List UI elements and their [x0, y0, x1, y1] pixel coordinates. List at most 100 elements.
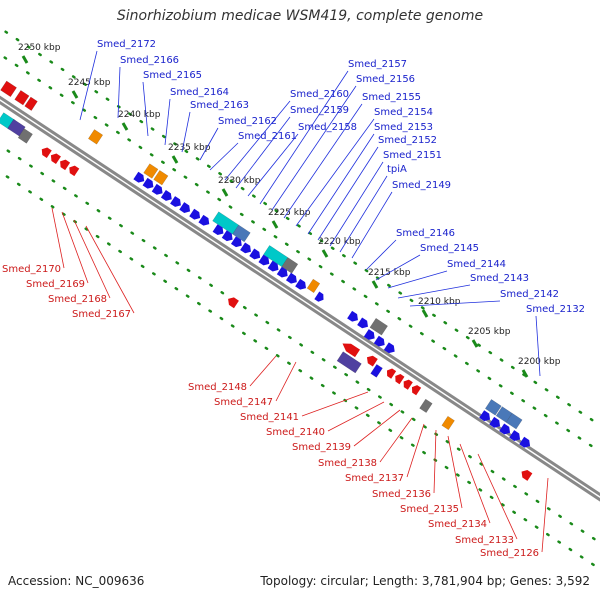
reverse-leader-line — [85, 225, 135, 314]
feature-box-r16 — [419, 398, 433, 414]
forward-gene-11 — [179, 202, 191, 213]
genome-axis-0 — [0, 95, 600, 497]
kbp-tick — [221, 188, 229, 197]
reverse-leader-line — [353, 409, 401, 447]
forward-gene-8 — [151, 183, 163, 195]
forward-gene-label: Smed_2142 — [500, 289, 559, 300]
forward-gene-23 — [258, 254, 270, 266]
kbp-label: 2240 kbp — [118, 110, 161, 120]
forward-leader-line — [375, 254, 421, 281]
feature-box-1 — [14, 90, 30, 106]
forward-gene-label: Smed_2165 — [143, 70, 202, 81]
forward-gene-label: Smed_2159 — [290, 105, 349, 116]
kbp-tick — [371, 280, 379, 289]
reverse-gene-18 — [521, 470, 533, 481]
forward-gene-label: Smed_2155 — [362, 92, 421, 103]
reverse-gene-4 — [50, 153, 61, 165]
reverse-gene-label: Smed_2139 — [292, 442, 351, 453]
forward-gene-label: Smed_2163 — [190, 100, 249, 111]
genome-axis-1 — [0, 100, 600, 502]
forward-gene-42 — [509, 430, 521, 441]
forward-gene-label: Smed_2154 — [374, 107, 433, 118]
forward-gene-20 — [249, 248, 261, 260]
reverse-gene-label: Smed_2137 — [345, 473, 404, 484]
forward-gene-label: Smed_2146 — [396, 228, 455, 239]
forward-leader-line — [317, 146, 379, 241]
reverse-gene-10 — [366, 355, 378, 367]
forward-leader-line — [339, 175, 388, 253]
feature-box-38 — [505, 412, 523, 430]
forward-leader-line — [409, 300, 501, 307]
forward-gene-label: Smed_2153 — [374, 122, 433, 133]
reverse-gene-label: Smed_2136 — [372, 489, 431, 500]
reverse-gene-label: Smed_2167 — [72, 309, 131, 320]
reverse-leader-line — [51, 207, 65, 269]
forward-gene-6 — [133, 171, 145, 183]
feature-box-36 — [484, 399, 502, 416]
forward-leader-line — [259, 70, 349, 205]
kbp-tick — [521, 369, 529, 378]
reverse-gene-label: Smed_2147 — [214, 397, 273, 408]
forward-gene-34 — [373, 335, 385, 347]
feature-box-3 — [87, 129, 104, 145]
forward-gene-30 — [347, 310, 358, 322]
forward-leader-line — [181, 111, 191, 153]
forward-gene-label: Smed_2164 — [170, 87, 229, 98]
kbp-label: 2250 kbp — [18, 43, 61, 53]
dotted-track-1 — [0, 52, 600, 454]
feature-box-4 — [143, 163, 159, 179]
forward-leader-line — [164, 98, 171, 146]
forward-leader-line — [535, 315, 541, 377]
reverse-leader-line — [459, 443, 491, 524]
reverse-leader-line — [379, 417, 413, 463]
reverse-gene-label: Smed_2140 — [266, 427, 325, 438]
forward-leader-line — [397, 284, 471, 299]
kbp-label: 2205 kbp — [468, 327, 511, 337]
forward-gene-7 — [142, 177, 154, 189]
feature-box-15 — [232, 224, 251, 243]
forward-leader-line — [247, 133, 299, 197]
forward-gene-label: Smed_2143 — [470, 273, 529, 284]
reverse-leader-line — [477, 453, 518, 540]
reverse-gene-label: Smed_2141 — [240, 412, 299, 423]
forward-leader-line — [142, 81, 149, 137]
forward-gene-12 — [189, 208, 201, 220]
reverse-leader-line — [541, 477, 549, 553]
forward-gene-label: Smed_2132 — [526, 304, 585, 315]
reverse-leader-line — [327, 401, 385, 432]
forward-leader-line — [79, 50, 98, 121]
topology-text: Topology: circular; Length: 3,781,904 bp… — [260, 574, 590, 588]
kbp-tick — [121, 122, 129, 131]
reverse-gene-8 — [342, 343, 360, 358]
reverse-gene-7 — [228, 297, 239, 309]
forward-leader-line — [283, 103, 363, 219]
feature-box-28 — [306, 278, 321, 294]
kbp-tick — [271, 220, 279, 229]
dotted-track-3 — [0, 170, 600, 571]
forward-gene-label: Smed_2161 — [238, 131, 297, 142]
forward-leader-line — [199, 127, 219, 161]
kbp-label: 2220 kbp — [318, 237, 361, 247]
feature-box-r9 — [336, 351, 362, 374]
page-title: Sinorhizobium medicae WSM419, complete g… — [116, 8, 484, 24]
forward-gene-43 — [519, 436, 531, 448]
forward-leader-line — [295, 118, 375, 227]
forward-gene-18 — [230, 236, 242, 248]
kbp-label: 2210 kbp — [418, 297, 461, 307]
feature-box-r11 — [370, 363, 383, 378]
forward-gene-label: Smed_2152 — [378, 135, 437, 146]
forward-gene-label: Smed_2166 — [120, 55, 179, 66]
kbp-label: 2215 kbp — [368, 268, 411, 278]
reverse-gene-label: Smed_2170 — [2, 264, 61, 275]
forward-leader-line — [224, 100, 291, 181]
forward-leader-line — [117, 66, 121, 119]
forward-gene-label: Smed_2157 — [348, 59, 407, 70]
dotted-track-0 — [0, 26, 600, 427]
reverse-gene-label: Smed_2148 — [188, 382, 247, 393]
reverse-gene-label: Smed_2133 — [455, 535, 514, 546]
reverse-leader-line — [249, 355, 277, 387]
forward-gene-label: Smed_2160 — [290, 89, 349, 100]
forward-leader-line — [351, 191, 393, 259]
forward-gene-39 — [479, 410, 491, 422]
